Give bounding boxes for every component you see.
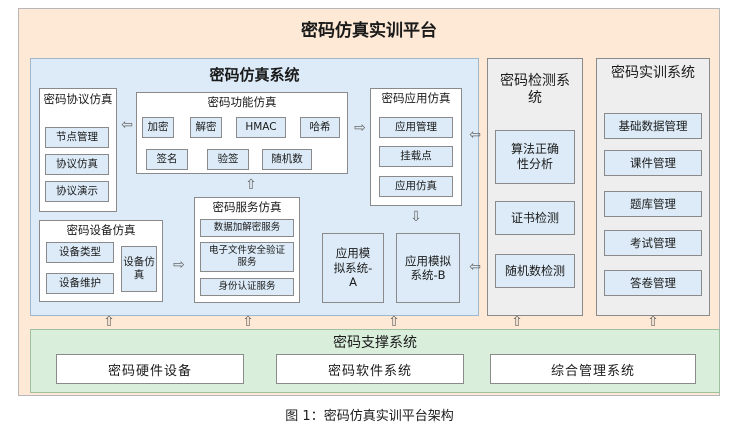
protocol-item: 节点管理: [45, 127, 109, 148]
training-item: 答卷管理: [604, 270, 702, 296]
arrow-up-icon: ⇧: [245, 177, 257, 193]
app-system-a: 应用模拟系统-A: [322, 233, 384, 303]
training-item: 题库管理: [604, 191, 702, 217]
device-sim-title: 密码设备仿真: [66, 223, 136, 237]
function-item: 随机数: [262, 149, 312, 170]
device-sim-item: 设备仿真: [121, 246, 157, 292]
arrow-up-icon: ⇧: [647, 314, 659, 330]
device-item: 设备维护: [46, 273, 114, 294]
support-item: 密码软件系统: [276, 354, 464, 384]
device-item: 设备类型: [46, 242, 114, 263]
app-system-b: 应用模拟系统-B: [396, 233, 460, 303]
training-system-title: 密码实训系统: [611, 65, 695, 81]
figure-caption: 图 1：密码仿真实训平台架构: [285, 409, 454, 424]
simulation-system-title: 密码仿真系统: [209, 66, 300, 84]
application-item: 应用仿真: [379, 176, 453, 197]
detection-item: 算法正确性分析: [495, 130, 575, 184]
arrow-right-icon: ⇨: [173, 257, 185, 273]
arrow-up-icon: ⇧: [242, 314, 254, 330]
platform-title: 密码仿真实训平台: [301, 21, 437, 41]
function-item: 签名: [146, 149, 188, 170]
detection-item: 证书检测: [495, 201, 575, 235]
protocol-item: 协议仿真: [45, 154, 109, 175]
application-item: 挂载点: [379, 146, 453, 167]
service-sim-title: 密码服务仿真: [212, 200, 282, 214]
detection-system-title: 密码检测系统: [500, 73, 570, 106]
training-item: 基础数据管理: [604, 113, 702, 139]
training-item: 考试管理: [604, 230, 702, 256]
protocol-item: 协议演示: [45, 181, 109, 202]
function-item: 验签: [207, 149, 249, 170]
arrow-up-icon: ⇧: [103, 314, 115, 330]
service-item: 数据加解密服务: [200, 219, 294, 237]
function-item: HMAC: [236, 117, 286, 138]
function-item: 解密: [190, 117, 222, 138]
arrow-right-icon: ⇨: [354, 120, 366, 136]
arrow-left-icon: ⇦: [469, 127, 481, 143]
arrow-left-icon: ⇦: [469, 259, 481, 275]
arrow-down-icon: ⇩: [410, 209, 422, 225]
protocol-sim-title: 密码协议仿真: [43, 92, 113, 106]
detection-item: 随机数检测: [495, 254, 575, 288]
application-item: 应用管理: [379, 117, 453, 138]
support-system-title: 密码支撑系统: [333, 335, 417, 351]
service-item: 电子文件安全验证服务: [200, 242, 294, 272]
arrow-left-icon: ⇦: [121, 117, 133, 133]
application-sim-title: 密码应用仿真: [381, 91, 451, 105]
function-item: 加密: [142, 117, 174, 138]
service-item: 身份认证服务: [200, 278, 294, 296]
training-item: 课件管理: [604, 150, 702, 176]
support-item: 综合管理系统: [490, 354, 696, 384]
arrow-up-icon: ⇧: [388, 314, 400, 330]
function-sim-title: 密码功能仿真: [207, 95, 277, 109]
function-item: 哈希: [300, 117, 340, 138]
support-item: 密码硬件设备: [56, 354, 244, 384]
arrow-up-icon: ⇧: [511, 314, 523, 330]
